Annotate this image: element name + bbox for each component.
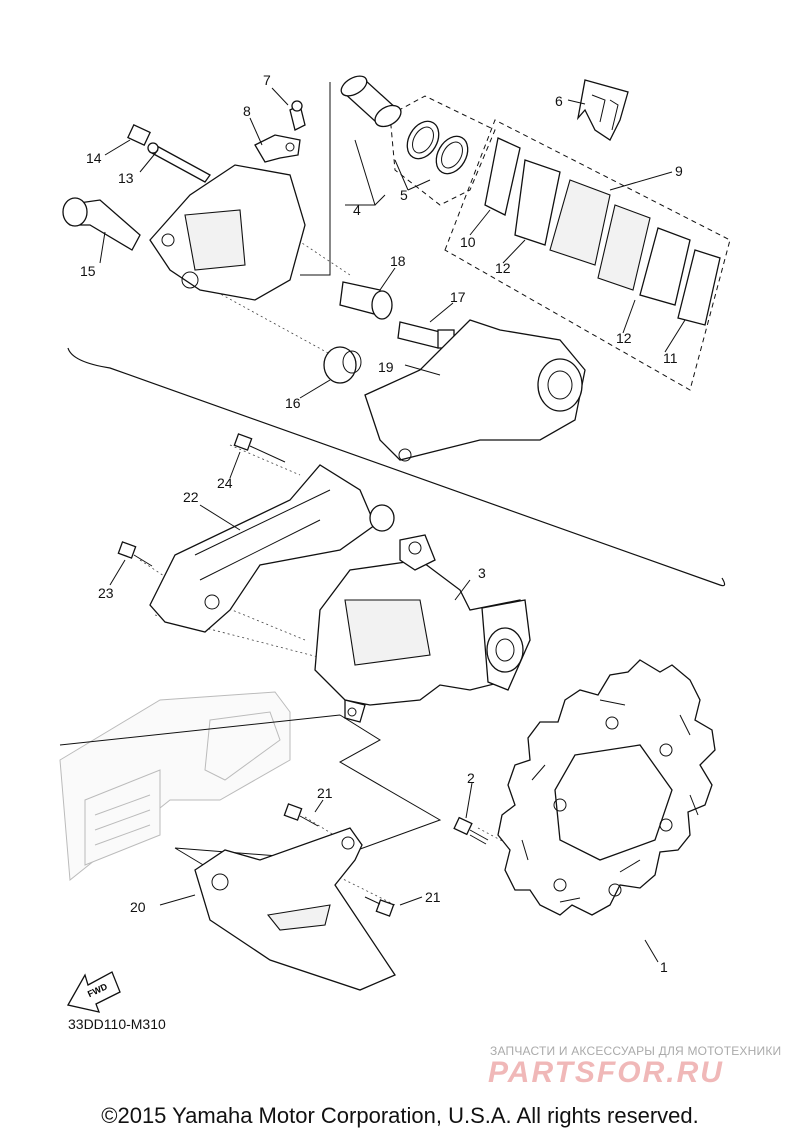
slide-pin [62, 197, 141, 251]
leader-lines [99, 82, 686, 963]
swingarm-ghost [59, 691, 291, 881]
label-part-19: 19 [378, 359, 394, 375]
label-part-24: 24 [217, 475, 233, 491]
watermark-tagline: ЗАПЧАСТИ И АКСЕССУАРЫ ДЛЯ МОТОТЕХНИКИ [490, 1044, 782, 1058]
upper-caliper-body [149, 164, 306, 301]
piston-seals [406, 120, 469, 175]
label-part-12-left: 12 [495, 260, 511, 276]
label-part-4: 4 [353, 202, 361, 218]
disc-guard [194, 827, 396, 991]
caliper-bracket-22 [149, 464, 395, 633]
bracket-bolt-24 [233, 433, 286, 463]
copyright-notice: ©2015 Yamaha Motor Corporation, U.S.A. A… [101, 1103, 699, 1128]
label-part-16: 16 [285, 395, 301, 411]
label-part-2: 2 [467, 770, 475, 786]
label-part-21-lower: 21 [425, 889, 441, 905]
label-part-6: 6 [555, 93, 563, 109]
fwd-arrow-icon: FWD [67, 971, 121, 1013]
label-part-13: 13 [118, 170, 134, 186]
label-part-1: 1 [660, 959, 668, 975]
caliper-bracket [364, 319, 586, 462]
pad-kit-dash-box [444, 119, 731, 391]
disc-bolt [453, 816, 489, 845]
label-part-23: 23 [98, 585, 114, 601]
label-part-21-upper: 21 [317, 785, 333, 801]
bracket-bolt-23 [117, 541, 153, 567]
bleed-screw [289, 100, 306, 131]
label-part-11: 11 [663, 350, 678, 366]
brake-pads [484, 137, 721, 326]
label-part-7: 7 [263, 72, 271, 88]
label-part-9: 9 [675, 163, 683, 179]
diagram-code: 33DD110-M310 [68, 1016, 166, 1032]
label-part-10: 10 [460, 234, 476, 250]
piston [340, 75, 402, 128]
label-part-20: 20 [130, 899, 146, 915]
label-part-8: 8 [243, 103, 251, 119]
label-part-18: 18 [390, 253, 406, 269]
separator-curve [67, 347, 726, 587]
pad-pin [147, 142, 211, 183]
label-part-5: 5 [400, 187, 408, 203]
boot [323, 346, 362, 384]
label-part-15: 15 [80, 263, 96, 279]
label-part-22: 22 [183, 489, 199, 505]
bush [339, 281, 393, 320]
label-part-17: 17 [450, 289, 466, 305]
piston-seal-dash-box [389, 95, 496, 206]
pin-plug [127, 123, 151, 147]
guard-bolt-upper [283, 803, 319, 827]
pad-spring [576, 79, 629, 141]
watermark-logo: PARTSFOR.RU [488, 1056, 724, 1089]
guard-bolt-lower [364, 896, 395, 917]
caliper-assembly [314, 534, 531, 723]
label-part-14: 14 [86, 150, 102, 166]
bleed-cap [254, 134, 301, 163]
label-part-3: 3 [478, 565, 486, 581]
label-part-12-right: 12 [616, 330, 632, 346]
brake-disc [497, 659, 716, 916]
